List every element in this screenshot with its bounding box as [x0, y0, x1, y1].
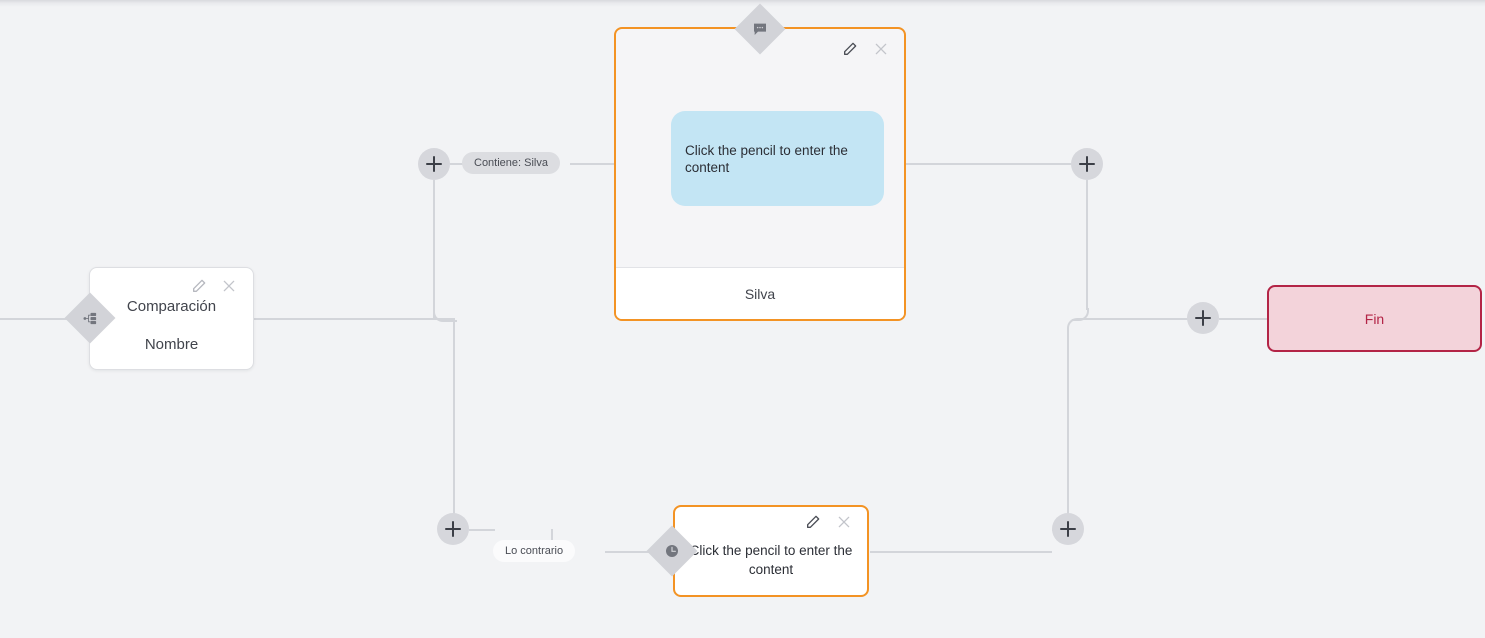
node-message-bottom-badge[interactable]	[646, 525, 698, 577]
edge-label-lo-contrario[interactable]: Lo contrario	[493, 540, 576, 562]
edge-merge-top-drop	[1086, 180, 1088, 310]
add-after-message-top-button[interactable]	[1071, 148, 1103, 180]
message-top-footer: Silva	[616, 267, 904, 319]
edge-false-drop	[551, 529, 553, 543]
edge-false-out	[469, 529, 495, 531]
message-top-body: Click the pencil to enter the content	[616, 29, 904, 267]
clock-icon	[654, 533, 690, 569]
close-icon[interactable]	[836, 514, 854, 532]
close-icon[interactable]	[873, 41, 891, 59]
close-icon[interactable]	[221, 278, 239, 296]
edge-merge-bottom-riser	[1067, 330, 1069, 514]
edge-label-contiene[interactable]: Contiene: Silva	[462, 152, 560, 174]
pencil-icon[interactable]	[842, 41, 860, 59]
edge-chip-to-card	[570, 163, 615, 165]
edge-merge-bottom-corner	[1067, 318, 1083, 332]
pencil-icon[interactable]	[191, 278, 209, 296]
message-top-bubble[interactable]: Click the pencil to enter the content	[671, 111, 884, 206]
edge-entry	[0, 318, 78, 320]
edge-chip-false-to-card	[605, 551, 655, 553]
message-bottom-text: Click the pencil to enter the content	[689, 543, 853, 577]
edge-card-top-out	[906, 163, 1072, 165]
node-message-top-badge[interactable]	[734, 3, 786, 55]
comparison-title: Comparación	[126, 298, 217, 315]
hierarchy-icon	[72, 300, 108, 336]
edge-card-bottom-out	[870, 551, 1052, 553]
node-comparison-badge[interactable]	[64, 292, 116, 344]
edge-plus-to-end	[1219, 318, 1267, 320]
header-shadow-edge	[0, 0, 1485, 7]
node-end[interactable]: Fin	[1267, 285, 1482, 352]
edge-compare-out	[254, 318, 454, 320]
node-message-bottom[interactable]: Click the pencil to enter the content	[673, 505, 869, 597]
add-after-message-bottom-button[interactable]	[1052, 513, 1084, 545]
add-branch-true-button[interactable]	[418, 148, 450, 180]
add-before-end-button[interactable]	[1187, 302, 1219, 334]
edge-branch-true-corner	[433, 308, 457, 322]
edge-branch-down	[453, 318, 455, 530]
edge-branch-true-riser	[433, 180, 435, 319]
comparison-subtitle: Nombre	[144, 336, 199, 353]
chat-bubble-icon	[742, 11, 778, 47]
add-branch-false-button[interactable]	[437, 513, 469, 545]
edge-spine-to-end	[1080, 318, 1188, 320]
pencil-icon[interactable]	[805, 514, 823, 532]
node-message-top[interactable]: Click the pencil to enter the content Si…	[614, 27, 906, 321]
node-comparison[interactable]: Comparación Nombre	[89, 267, 254, 370]
